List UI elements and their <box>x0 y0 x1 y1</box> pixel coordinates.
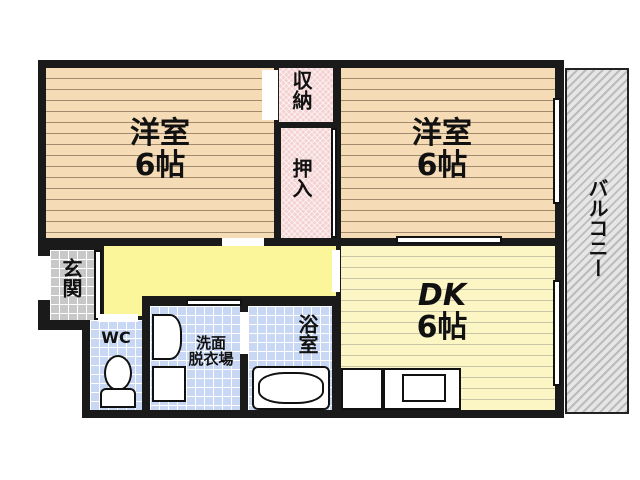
washroom-line2: 脱衣場 <box>188 349 234 368</box>
dining-kitchen-label: DK 6帖 <box>392 280 492 343</box>
room-name: 洋室 <box>130 116 190 151</box>
bathtub-inner <box>258 372 324 404</box>
storage-closet <box>279 68 333 122</box>
room2-window <box>553 98 561 204</box>
oshiire-sliding-door <box>331 128 337 238</box>
bathroom-doorway <box>240 312 248 354</box>
outside-notch <box>38 330 82 420</box>
toilet-bowl <box>104 355 132 391</box>
dk-window <box>553 280 561 386</box>
washing-machine <box>152 366 186 402</box>
hallway-lower <box>104 296 142 316</box>
room-size: 6帖 <box>134 147 186 183</box>
washroom-line1: 洗面 <box>195 334 226 352</box>
western-room-1 <box>46 68 274 238</box>
room-name: 洋室 <box>412 116 472 151</box>
toilet-doorway <box>98 314 138 322</box>
balcony <box>565 68 629 414</box>
oshiire-label: 押入 <box>289 158 313 198</box>
room1-doorway <box>222 238 264 246</box>
storage-label: 収納 <box>289 70 313 110</box>
entrance <box>50 250 94 320</box>
room-size: 6帖 <box>416 147 468 183</box>
hallway <box>104 246 336 296</box>
washbasin <box>152 314 182 360</box>
bathroom-label: 浴室 <box>295 314 319 354</box>
entrance-label: 玄関 <box>59 258 83 298</box>
room-name: DK <box>417 278 467 313</box>
western-room-2-label: 洋室 6帖 <box>392 118 492 181</box>
western-room-1-label: 洋室 6帖 <box>110 118 210 181</box>
entrance-doorway <box>38 256 50 300</box>
room2-dk-sliding-door <box>396 236 502 244</box>
room-size: 6帖 <box>416 309 468 345</box>
toilet-label: WC <box>101 328 131 347</box>
washroom-window <box>186 299 242 306</box>
balcony-label: バルコニー <box>585 178 609 278</box>
counter-divider <box>381 368 385 408</box>
washroom-label: 洗面 脱衣場 <box>178 334 244 368</box>
toilet-tank <box>100 388 136 408</box>
dk-doorway <box>332 250 340 292</box>
entrance-step <box>94 250 102 320</box>
oshiire-closet <box>281 128 331 238</box>
storage-door-area <box>262 70 278 120</box>
kitchen-sink <box>402 374 446 402</box>
western-room-2 <box>341 68 555 238</box>
